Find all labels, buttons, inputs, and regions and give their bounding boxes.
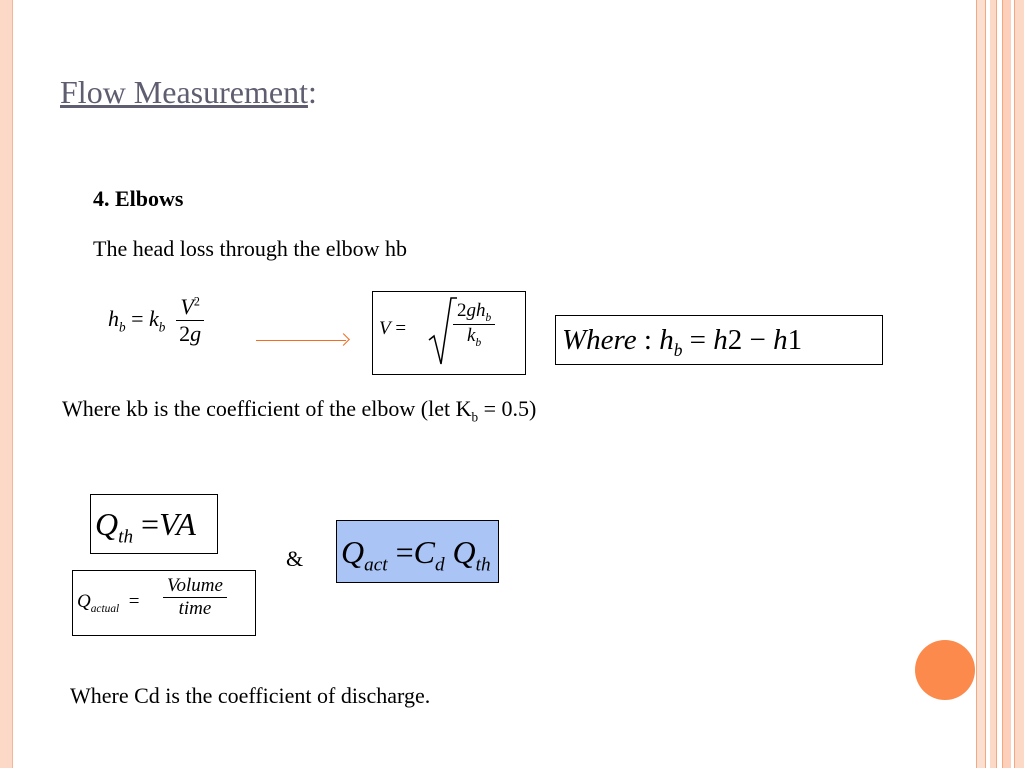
ampersand: & xyxy=(286,546,304,571)
coefficient-subscript: b xyxy=(471,409,479,425)
coefficient-text-end: = 0.5) xyxy=(478,396,537,421)
elbow-coefficient-text: Where kb is the coefficient of the elbow… xyxy=(62,396,536,425)
right-decorative-stripe xyxy=(1014,0,1024,768)
theoretical-flow-equation-box: Qth =VA xyxy=(90,494,218,554)
discharge-coefficient-text: Where Cd is the coefficient of discharge… xyxy=(70,683,431,708)
title-colon: : xyxy=(307,74,317,110)
where-equation-box: Where : hb = h2 − h1 xyxy=(555,315,883,365)
left-decorative-stripe xyxy=(0,0,13,768)
orange-circle-decoration xyxy=(915,640,975,700)
head-loss-text: The head loss through the elbow hb xyxy=(93,236,408,261)
right-decorative-stripe xyxy=(1002,0,1011,768)
coefficient-text-start: Where kb is the coefficient of the elbow… xyxy=(62,396,472,421)
right-decorative-stripe xyxy=(990,0,997,768)
section-heading: 4. Elbows xyxy=(93,186,184,211)
title-text: Flow Measurement xyxy=(60,74,308,110)
right-arrow xyxy=(256,333,350,350)
right-decorative-stripe xyxy=(976,0,986,768)
actual-discharge-equation-box: Qact =Cd Qth xyxy=(336,520,499,583)
slide-title: Flow Measurement: xyxy=(60,74,317,111)
